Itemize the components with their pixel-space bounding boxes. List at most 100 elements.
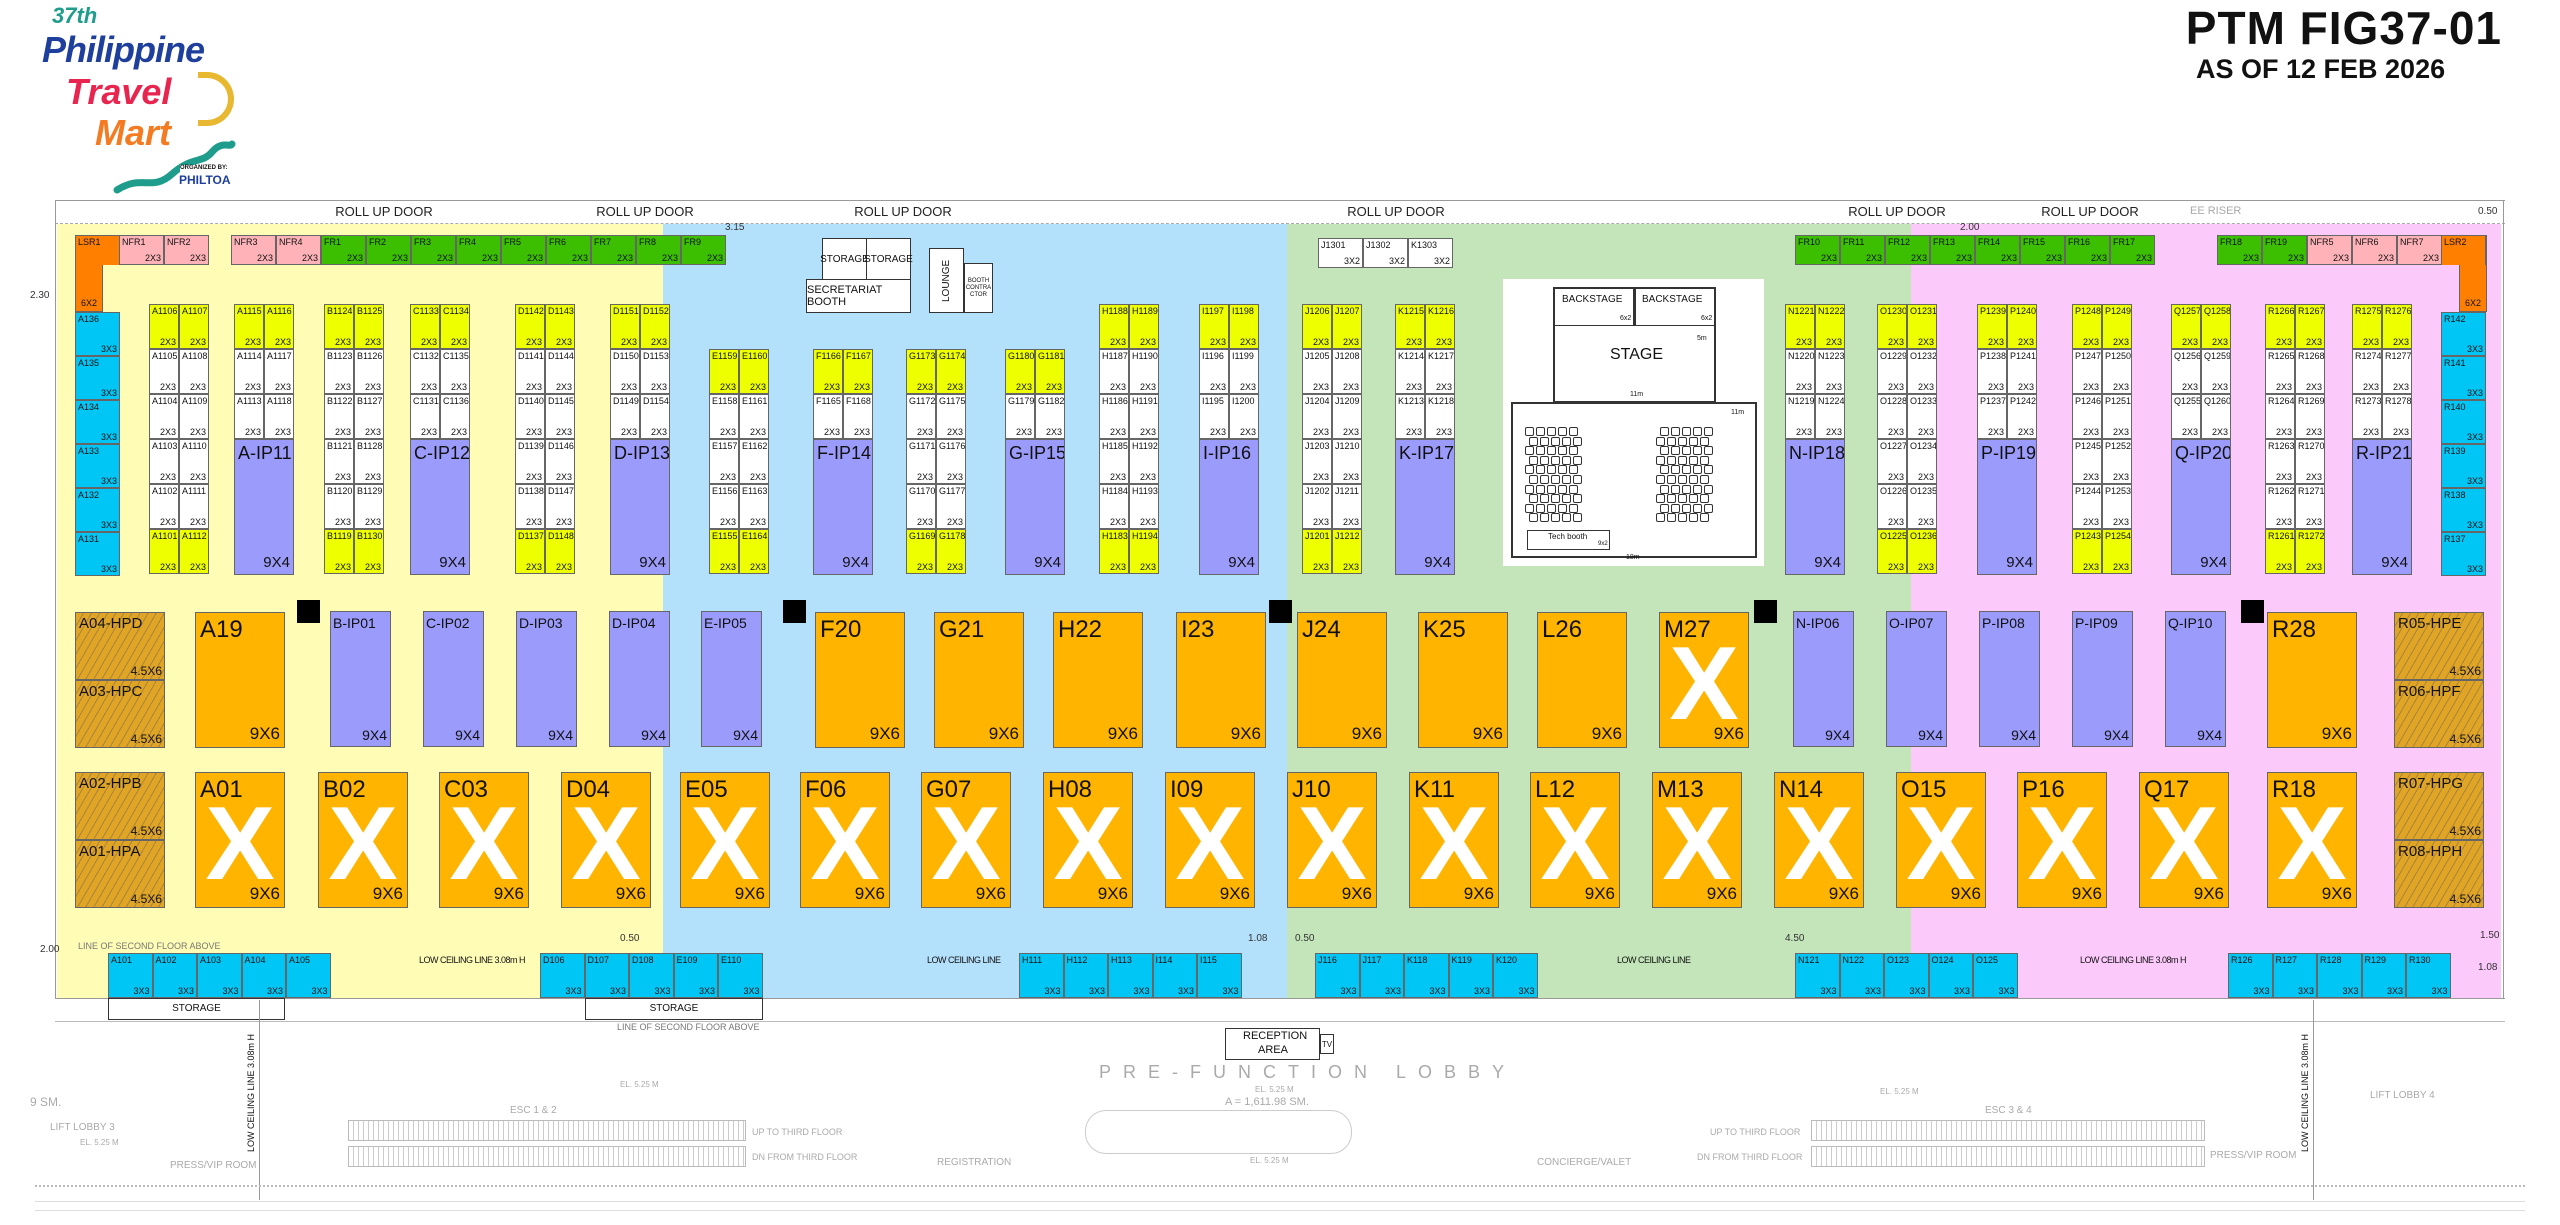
booth-h1192[interactable]: H11922X3 (1129, 439, 1159, 484)
booth-d1144[interactable]: D11442X3 (545, 349, 575, 394)
booth-r1275[interactable]: R12752X3 (2352, 304, 2382, 349)
booth-h1194[interactable]: H11942X3 (1129, 529, 1159, 574)
booth-b1123[interactable]: B11232X3 (324, 349, 354, 394)
booth-n122[interactable]: N1223X3 (1839, 953, 1884, 998)
booth-d1140[interactable]: D11402X3 (515, 394, 545, 439)
booth-q1256[interactable]: Q12562X3 (2171, 349, 2201, 394)
booth-b1129[interactable]: B11292X3 (354, 484, 384, 529)
booth-i1197[interactable]: I11972X3 (1199, 304, 1229, 349)
booth-o123[interactable]: O1233X3 (1884, 953, 1929, 998)
booth-p1251[interactable]: P12512X3 (2102, 394, 2132, 439)
booth-k1303[interactable]: K13033X2 (1408, 238, 1453, 268)
booth-n1221[interactable]: N12212X3 (1785, 304, 1815, 349)
booth-j1211[interactable]: J12112X3 (1332, 484, 1362, 529)
booth-a1105[interactable]: A11052X3 (149, 349, 179, 394)
booth-r126[interactable]: R1263X3 (2228, 953, 2273, 998)
booth-g1181[interactable]: G11812X3 (1035, 349, 1065, 394)
booth-a136[interactable]: A1363X3 (75, 312, 120, 356)
booth-b1128[interactable]: B11282X3 (354, 439, 384, 484)
booth-g1180[interactable]: G11802X3 (1005, 349, 1035, 394)
booth-o1227[interactable]: O12272X3 (1877, 439, 1907, 484)
booth-i1196[interactable]: I11962X3 (1199, 349, 1229, 394)
booth-a1103[interactable]: A11032X3 (149, 439, 179, 484)
booth-p1253[interactable]: P12532X3 (2102, 484, 2132, 529)
booth-g1172[interactable]: G11722X3 (906, 394, 936, 439)
booth-r1276[interactable]: R12762X3 (2382, 304, 2412, 349)
booth-a1115[interactable]: A11152X3 (234, 304, 264, 349)
booth-r1265[interactable]: R12652X3 (2265, 349, 2295, 394)
booth-g07[interactable]: G079X6X (921, 772, 1011, 908)
booth-a135[interactable]: A1353X3 (75, 356, 120, 400)
booth-fr18[interactable]: FR182X3 (2217, 235, 2262, 265)
booth-h111[interactable]: H1113X3 (1019, 953, 1064, 998)
booth-g-ip15[interactable]: G-IP159X4 (1005, 439, 1065, 575)
booth-n14[interactable]: N149X6X (1774, 772, 1864, 908)
booth-a132[interactable]: A1323X3 (75, 488, 120, 532)
booth-g1174[interactable]: G11742X3 (936, 349, 966, 394)
booth-j1205[interactable]: J12052X3 (1302, 349, 1332, 394)
booth-h1183[interactable]: H11832X3 (1099, 529, 1129, 574)
booth-c1131[interactable]: C11312X3 (410, 394, 440, 439)
booth-r1270[interactable]: R12702X3 (2295, 439, 2325, 484)
booth-a1106[interactable]: A11062X3 (149, 304, 179, 349)
booth-p1248[interactable]: P12482X3 (2072, 304, 2102, 349)
booth-c03[interactable]: C039X6X (439, 772, 529, 908)
booth-a1104[interactable]: A11042X3 (149, 394, 179, 439)
booth-fr9[interactable]: FR92X3 (681, 235, 726, 265)
booth-k25[interactable]: K259X6 (1418, 612, 1508, 748)
booth-o1226[interactable]: O12262X3 (1877, 484, 1907, 529)
booth-e-ip05[interactable]: E-IP059X4 (701, 611, 762, 747)
booth-k1215[interactable]: K12152X3 (1395, 304, 1425, 349)
booth-m13[interactable]: M139X6X (1652, 772, 1742, 908)
booth-fr10[interactable]: FR102X3 (1795, 235, 1840, 265)
booth-b1130[interactable]: B11302X3 (354, 529, 384, 574)
booth-j1301[interactable]: J13013X2 (1318, 238, 1363, 268)
booth-c1136[interactable]: C11362X3 (440, 394, 470, 439)
booth-h1187[interactable]: H11872X3 (1099, 349, 1129, 394)
booth-nfr3[interactable]: NFR32X3 (231, 235, 276, 265)
booth-b1120[interactable]: B11202X3 (324, 484, 354, 529)
booth-e1161[interactable]: E11612X3 (739, 394, 769, 439)
booth-r1264[interactable]: R12642X3 (2265, 394, 2295, 439)
booth-a1117[interactable]: A11172X3 (264, 349, 294, 394)
booth-b02[interactable]: B029X6X (318, 772, 408, 908)
booth-q-ip20[interactable]: Q-IP209X4 (2171, 439, 2231, 575)
booth-j1204[interactable]: J12042X3 (1302, 394, 1332, 439)
booth-r141[interactable]: R1413X3 (2441, 356, 2486, 400)
booth-r06-hpf[interactable]: R06-HPF4.5X6 (2394, 680, 2484, 748)
booth-p1238[interactable]: P12382X3 (1977, 349, 2007, 394)
booth-nfr1[interactable]: NFR12X3 (119, 235, 164, 265)
booth-d1150[interactable]: D11502X3 (610, 349, 640, 394)
booth-d106[interactable]: D1063X3 (540, 953, 585, 998)
booth-c1135[interactable]: C11352X3 (440, 349, 470, 394)
booth-o1233[interactable]: O12332X3 (1907, 394, 1937, 439)
booth-c1133[interactable]: C11332X3 (410, 304, 440, 349)
booth-e1158[interactable]: E11582X3 (709, 394, 739, 439)
booth-d1147[interactable]: D11472X3 (545, 484, 575, 529)
booth-g1175[interactable]: G11752X3 (936, 394, 966, 439)
booth-n1222[interactable]: N12222X3 (1815, 304, 1845, 349)
booth-o1229[interactable]: O12292X3 (1877, 349, 1907, 394)
booth-fr16[interactable]: FR162X3 (2065, 235, 2110, 265)
booth-fr4[interactable]: FR42X3 (456, 235, 501, 265)
booth-p1239[interactable]: P12392X3 (1977, 304, 2007, 349)
booth-d1145[interactable]: D11452X3 (545, 394, 575, 439)
booth-m27[interactable]: M279X6X (1659, 612, 1749, 748)
booth-d107[interactable]: D1073X3 (584, 953, 629, 998)
booth-a01[interactable]: A019X6X (195, 772, 285, 908)
booth-n1220[interactable]: N12202X3 (1785, 349, 1815, 394)
booth-a01-hpa[interactable]: A01-HPA4.5X6 (75, 840, 165, 908)
booth-fr7[interactable]: FR72X3 (591, 235, 636, 265)
booth-r-ip21[interactable]: R-IP219X4 (2352, 439, 2412, 575)
booth-a102[interactable]: A1023X3 (152, 953, 197, 998)
booth-a1109[interactable]: A11092X3 (179, 394, 209, 439)
booth-j1208[interactable]: J12082X3 (1332, 349, 1362, 394)
booth-fr14[interactable]: FR142X3 (1975, 235, 2020, 265)
booth-h113[interactable]: H1133X3 (1108, 953, 1153, 998)
booth-o-ip07[interactable]: O-IP079X4 (1886, 611, 1947, 747)
booth-q1258[interactable]: Q12582X3 (2201, 304, 2231, 349)
booth-f1165[interactable]: F11652X3 (813, 394, 843, 439)
booth-d1149[interactable]: D11492X3 (610, 394, 640, 439)
booth-p1243[interactable]: P12432X3 (2072, 529, 2102, 574)
booth-d-ip13[interactable]: D-IP139X4 (610, 439, 670, 575)
